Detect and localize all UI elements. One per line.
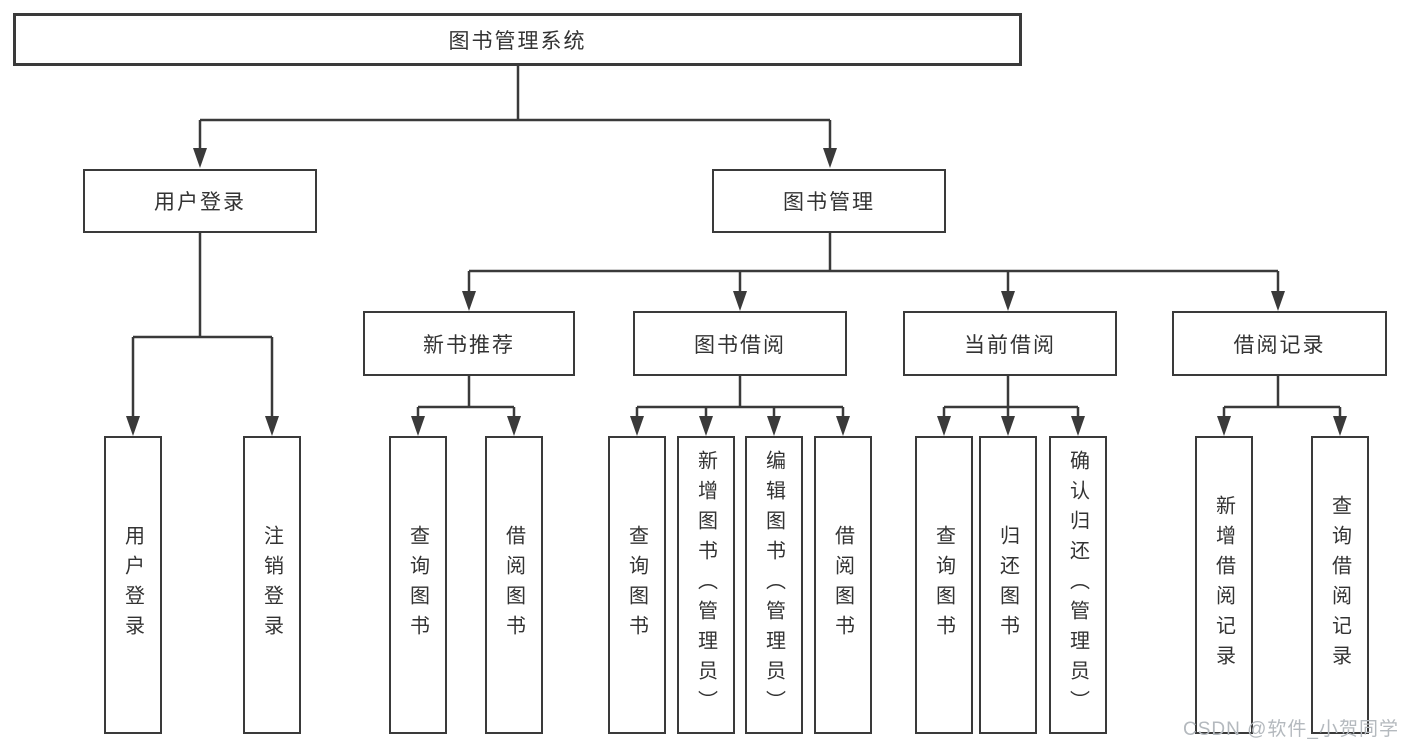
leaf-return-book: 归还图书: [979, 436, 1037, 734]
node-library-system: 图书管理系统: [13, 13, 1022, 66]
leaf-user-login-label: 用户登录: [121, 525, 144, 645]
leaf-add-book-admin: 新增图书（管理员）: [677, 436, 735, 734]
leaf-query-book-current: 查询图书: [915, 436, 973, 734]
arrowhead-icons: [126, 148, 1347, 436]
node-book-management: 图书管理: [712, 169, 946, 233]
leaf-borrow-book: 借阅图书: [814, 436, 872, 734]
leaf-return-book-label: 归还图书: [996, 525, 1019, 645]
node-new-book-recommend: 新书推荐: [363, 311, 575, 376]
leaf-logout-label: 注销登录: [260, 525, 283, 645]
leaf-query-book-current-label: 查询图书: [932, 525, 955, 645]
leaf-add-borrow-record-label: 新增借阅记录: [1212, 495, 1235, 675]
leaf-borrow-book-recommend: 借阅图书: [485, 436, 543, 734]
node-library-system-label: 图书管理系统: [448, 29, 587, 53]
node-borrow-records: 借阅记录: [1172, 311, 1387, 376]
node-book-management-label: 图书管理: [783, 191, 875, 214]
leaf-confirm-return-admin: 确认归还（管理员）: [1049, 436, 1107, 734]
node-user-login: 用户登录: [83, 169, 317, 233]
node-borrow-records-label: 借阅记录: [1233, 333, 1326, 357]
leaf-logout: 注销登录: [243, 436, 301, 734]
leaf-borrow-book-recommend-label: 借阅图书: [502, 525, 525, 645]
leaf-edit-book-admin-label: 编辑图书（管理员）: [762, 450, 785, 720]
leaf-query-borrow-record: 查询借阅记录: [1311, 436, 1369, 734]
node-current-borrow-label: 当前借阅: [964, 333, 1056, 357]
leaf-edit-book-admin: 编辑图书（管理员）: [745, 436, 803, 734]
node-book-borrow-label: 图书借阅: [694, 333, 786, 357]
leaf-add-borrow-record: 新增借阅记录: [1195, 436, 1253, 734]
leaf-query-book-recommend-label: 查询图书: [406, 525, 429, 645]
watermark: CSDN @软件_小贺同学: [1183, 719, 1399, 740]
leaf-borrow-book-label: 借阅图书: [831, 525, 854, 645]
node-current-borrow: 当前借阅: [903, 311, 1117, 376]
leaf-query-book-borrow-label: 查询图书: [625, 525, 648, 645]
node-user-login-label: 用户登录: [154, 191, 246, 214]
leaf-query-book-borrow: 查询图书: [608, 436, 666, 734]
leaf-user-login: 用户登录: [104, 436, 162, 734]
leaf-query-book-recommend: 查询图书: [389, 436, 447, 734]
leaf-query-borrow-record-label: 查询借阅记录: [1328, 495, 1351, 675]
leaf-add-book-admin-label: 新增图书（管理员）: [694, 450, 717, 720]
node-new-book-recommend-label: 新书推荐: [423, 333, 515, 357]
leaf-confirm-return-admin-label: 确认归还（管理员）: [1066, 450, 1089, 720]
node-book-borrow: 图书借阅: [633, 311, 847, 376]
